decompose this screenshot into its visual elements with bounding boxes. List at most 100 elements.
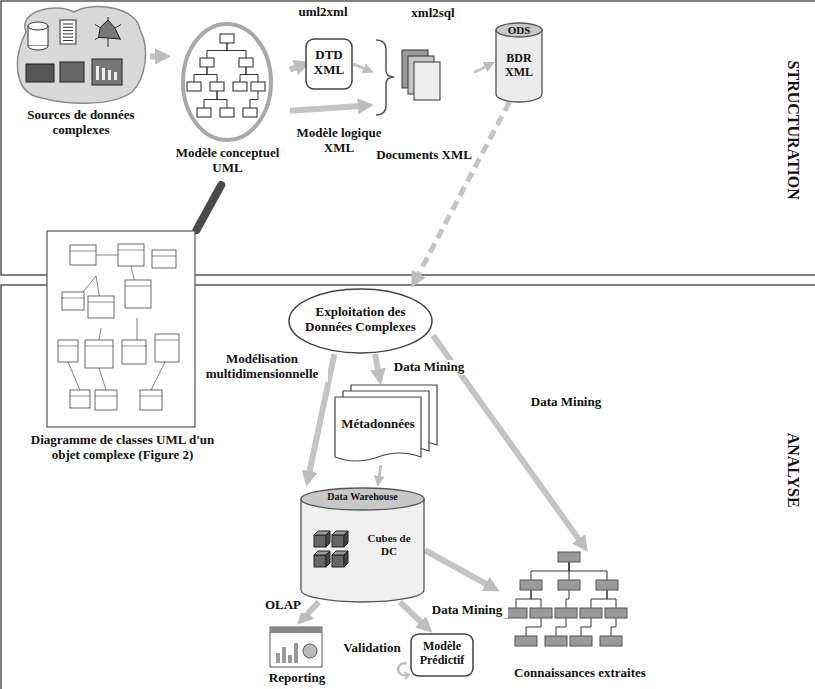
cube-front	[314, 555, 326, 567]
flow-arrow	[353, 64, 366, 69]
class-box	[95, 390, 117, 410]
class-header	[125, 286, 151, 287]
image-icon-bar	[102, 68, 105, 80]
database-cylinder: ODSBDR XML	[495, 22, 543, 102]
tree-node-box	[520, 580, 542, 590]
node-text: Cubes de DC	[360, 532, 418, 557]
class-box	[155, 334, 179, 362]
node-text: Documents XML	[374, 148, 474, 163]
cylinder-body	[301, 499, 424, 602]
flow-arrow	[379, 465, 381, 478]
tree-node-link	[607, 590, 616, 608]
tree-node-link	[531, 590, 541, 608]
database-icon-top	[28, 22, 48, 30]
tree-node-box	[558, 552, 580, 562]
metadata-pages: Métadonnées	[335, 385, 437, 465]
cube-side	[344, 551, 348, 567]
node-illustration	[165, 20, 290, 142]
report-window	[270, 627, 322, 667]
tree-node-box	[555, 608, 577, 618]
knowledge-tree: Connaissances extraites	[500, 552, 660, 684]
uml-class-box	[220, 34, 234, 43]
class-box	[118, 244, 144, 266]
report-bar	[294, 643, 298, 663]
data-warehouse-cylinder: Data WarehouseCubes de DC	[300, 487, 425, 602]
tree-node-box	[580, 608, 602, 618]
class-header	[70, 251, 96, 252]
reporting-icon: Reporting	[258, 625, 336, 688]
image-icon	[60, 62, 84, 82]
node-illustration	[30, 230, 215, 428]
class-header	[70, 396, 90, 397]
node-text: ODS	[495, 24, 543, 37]
report-titlebar	[270, 627, 322, 633]
uml-class-link	[250, 91, 258, 108]
tree-node-box	[558, 580, 580, 590]
edge-label: Data Mining	[426, 603, 508, 618]
tree-node-link	[531, 562, 569, 580]
class-link	[137, 318, 138, 340]
flow-arrow	[150, 53, 158, 59]
step-label: Validation	[338, 641, 406, 656]
transform-label: xml2sql	[396, 6, 470, 21]
edge-label: OLAP	[260, 598, 306, 613]
document-icon-line	[63, 33, 73, 34]
uml-class-box	[210, 82, 224, 91]
cylinder-top	[301, 488, 424, 510]
flow-arrow	[375, 354, 378, 372]
uml-class-box	[251, 82, 265, 91]
cube-front	[332, 555, 344, 567]
cylinder-top	[496, 23, 542, 37]
tree-node-box	[545, 636, 567, 646]
class-box	[70, 245, 96, 265]
class-box	[70, 390, 90, 408]
tree-node-box	[515, 636, 537, 646]
uml-class-link	[194, 67, 207, 82]
flow-arrow	[400, 602, 423, 624]
cloud-shape	[18, 6, 146, 103]
class-box	[152, 250, 176, 268]
class-box	[140, 390, 162, 410]
tree-node-box	[605, 608, 627, 618]
tree-node-link	[556, 618, 566, 636]
class-link	[68, 362, 80, 390]
class-link	[99, 328, 101, 340]
image-icon-bar	[108, 70, 111, 80]
class-header	[122, 346, 146, 347]
class-box	[85, 340, 113, 368]
process-box: DTD XML	[305, 38, 353, 90]
ellipse-outline	[289, 289, 432, 353]
xml-documents: Documents XML	[374, 40, 474, 170]
panel-border	[1, 285, 815, 689]
class-box	[125, 280, 151, 308]
cylinder-body	[496, 30, 542, 102]
cube-side	[326, 531, 330, 547]
radar-shape	[98, 20, 120, 39]
class-header	[118, 250, 144, 251]
class-header	[152, 256, 176, 257]
class-header	[155, 340, 179, 341]
document-icon-line	[63, 27, 73, 28]
uml-class-box	[187, 82, 201, 91]
section-title: STRUCTURATION	[784, 45, 802, 215]
class-link	[151, 358, 167, 390]
flow-arrow	[474, 66, 487, 72]
tree-node-box	[570, 636, 592, 646]
process-ellipse: Exploitation des Données Complexes	[288, 288, 433, 354]
flow-arrow	[425, 550, 489, 585]
section-title: ANALYSE	[784, 420, 802, 520]
class-header	[62, 298, 84, 299]
document-icon-line	[63, 40, 73, 41]
class-box	[88, 296, 114, 318]
edge-label: Data Mining	[388, 360, 470, 375]
image-icon-bar	[114, 72, 117, 80]
tree-node-link	[611, 618, 616, 636]
tree-node-box	[600, 636, 622, 646]
cube-front	[332, 535, 344, 547]
report-bar	[276, 653, 280, 663]
brace	[376, 40, 394, 115]
report-pie	[303, 644, 317, 658]
edge-label: Data Mining	[520, 395, 612, 410]
node-text: Modèle conceptuel UML	[165, 146, 290, 176]
uml-model: Modèle conceptuel UML	[165, 20, 290, 185]
